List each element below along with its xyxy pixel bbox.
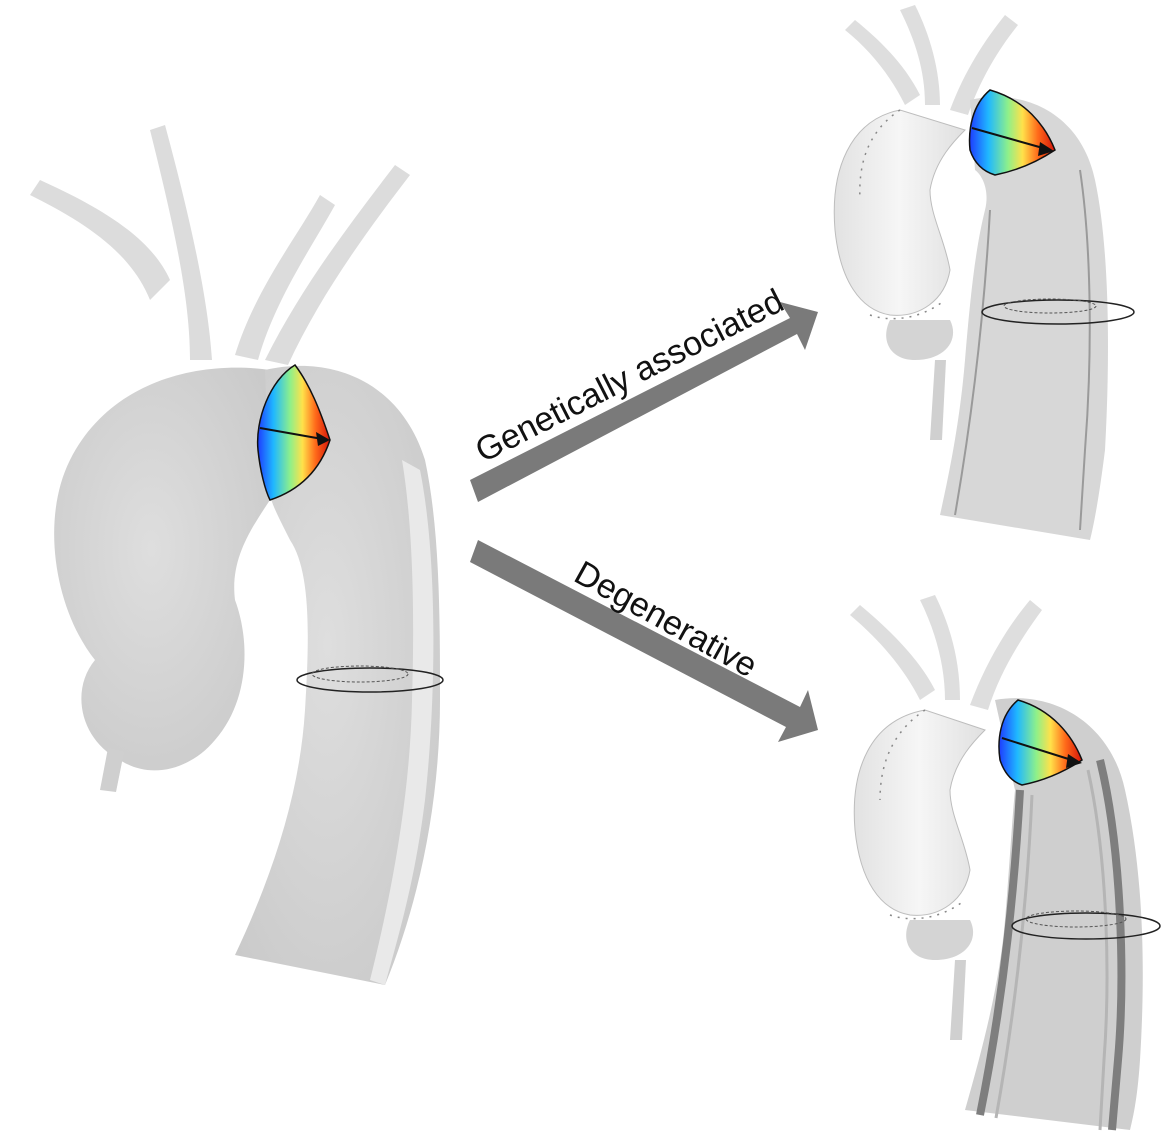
branch-vessel <box>850 605 935 700</box>
branch-vessel <box>845 20 920 105</box>
genetic-outcome-aorta <box>834 5 1134 540</box>
aortic-root-stub <box>930 360 946 440</box>
branch-vessel <box>970 600 1042 710</box>
aneurysm-bulb <box>54 368 270 771</box>
degenerative-outcome-aorta <box>850 595 1160 1130</box>
lower-arrow: Degenerative <box>470 540 818 742</box>
upper-arrow-shape <box>470 302 818 502</box>
aortic-root-stub <box>100 748 124 792</box>
aortic-root-stub <box>950 960 966 1040</box>
branch-vessel <box>30 180 170 300</box>
aortic-root-stub <box>906 920 973 960</box>
upper-arrow: Genetically associated <box>469 282 818 502</box>
initial-aorta <box>30 125 443 985</box>
branch-vessel <box>150 125 212 360</box>
upper-arrow-label: Genetically associated <box>469 282 789 470</box>
graft-tube <box>854 710 985 915</box>
aortic-root-stub <box>886 320 953 360</box>
lower-arrow-shape <box>470 540 818 742</box>
graft-tube <box>834 110 965 315</box>
